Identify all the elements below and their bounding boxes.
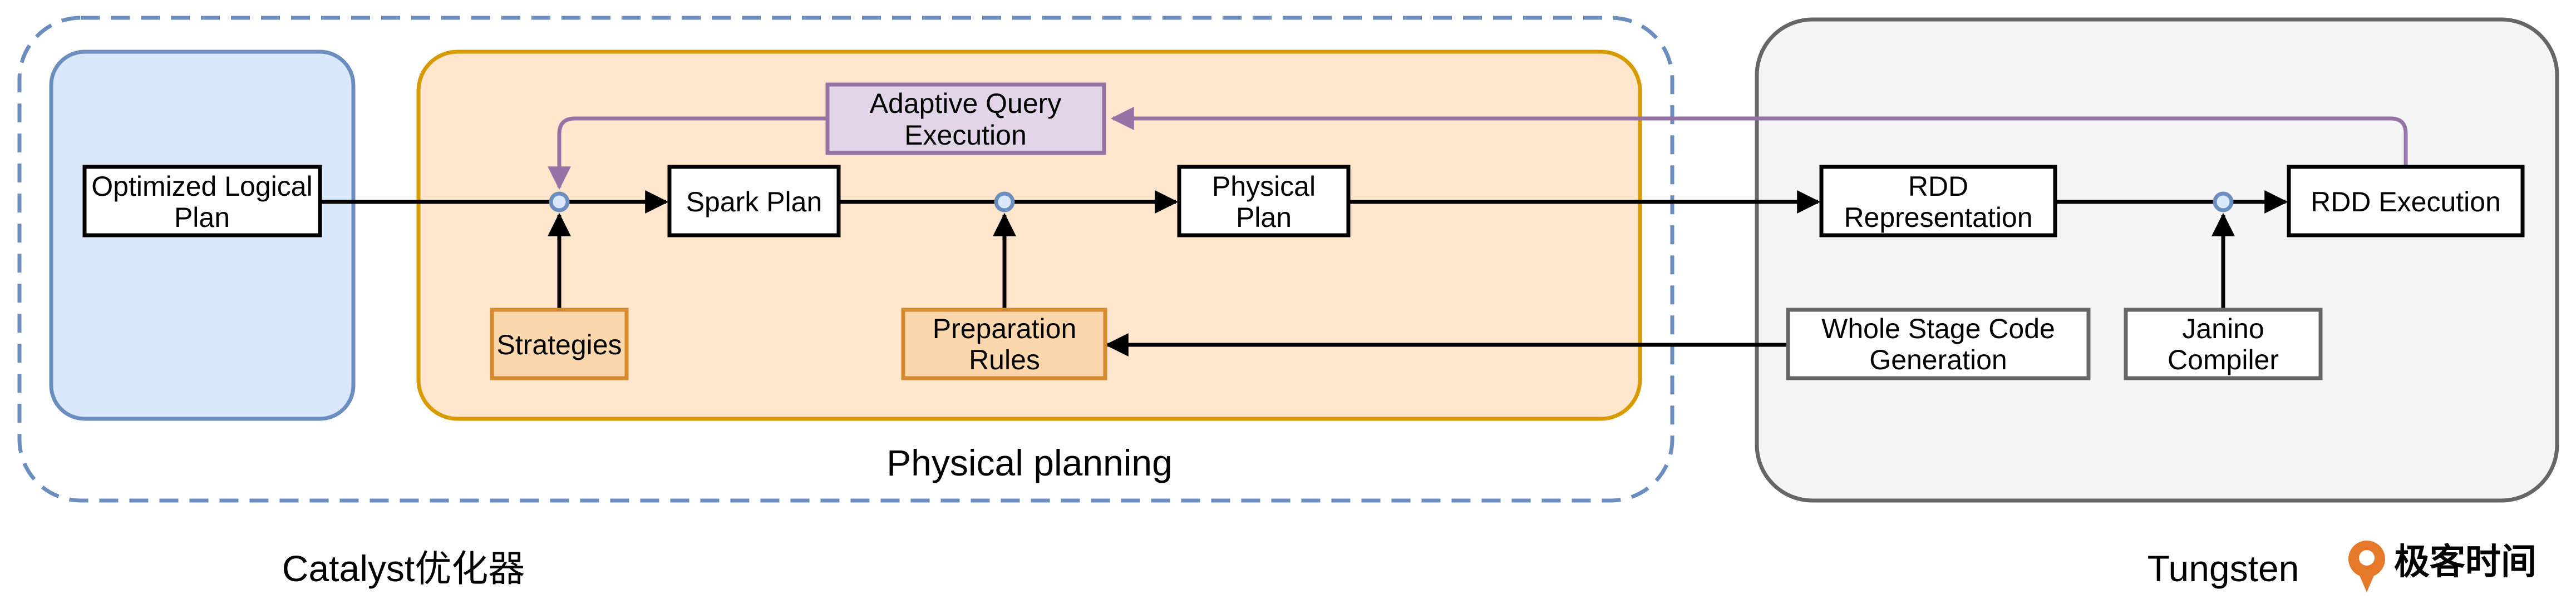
node-label: Plan [1236,202,1292,233]
node-label: Optimized Logical [91,171,312,202]
node-label: RDD Execution [2311,186,2501,217]
node-label: Compiler [2168,344,2279,375]
node-whole-stage-code-generation: Whole Stage Code Generation [1786,308,2091,380]
node-optimized-logical-plan: Optimized Logical Plan [82,165,322,237]
node-adaptive-query-execution: Adaptive Query Execution [825,82,1106,155]
catalyst-label: Catalyst优化器 [282,548,525,589]
node-label: RDD [1908,171,1968,202]
node-label: Plan [174,202,230,233]
node-spark-plan: Spark Plan [667,165,841,237]
node-rdd-representation: RDD Representation [1819,165,2057,237]
connectors [320,107,2408,356]
tungsten-container [1755,17,2559,503]
node-label: Spark Plan [686,186,822,217]
node-label: Whole Stage Code [1821,313,2055,344]
node-label: Adaptive Query [870,88,1062,119]
logo-icon [2348,541,2385,592]
node-strategies: Strategies [490,308,629,380]
node-preparation-rules: Preparation Rules [901,308,1107,380]
node-label: Execution [904,120,1027,151]
node-label: Generation [1869,344,2007,375]
node-rdd-execution: RDD Execution [2287,165,2525,237]
node-label: Strategies [496,329,622,360]
junction-point [2213,191,2234,212]
node-label: Preparation [933,313,1077,344]
junction-point [549,191,570,212]
node-label: Rules [969,344,1040,375]
edge-adaptive-to-junction1 [548,116,828,190]
physical-planning-area [416,49,1642,421]
node-label: Representation [1844,202,2032,233]
edge-rdd-execution-to-adaptive [1110,107,2408,167]
node-physical-plan: Physical Plan [1177,165,1351,237]
node-label: Janino [2182,313,2264,344]
catalyst-container [17,16,1674,503]
node-label: Physical [1212,171,1316,202]
logo: 极客时间 [2348,541,2536,592]
junction-point [994,191,1015,212]
physical-planning-label: Physical planning [886,442,1173,483]
tungsten-label: Tungsten [2148,548,2299,589]
logo-text: 极客时间 [2394,542,2536,582]
node-janino-compiler: Janino Compiler [2124,308,2323,380]
